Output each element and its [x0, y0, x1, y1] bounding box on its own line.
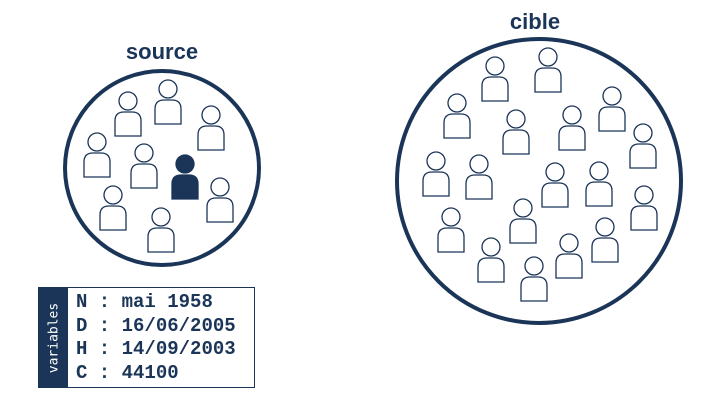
person-icon	[206, 177, 234, 223]
cible-title: cible	[509, 9, 561, 34]
cible-population	[422, 47, 658, 302]
person-icon	[481, 56, 509, 102]
variables-tab: variables	[39, 288, 68, 387]
person-icon	[630, 185, 658, 231]
source-population	[83, 79, 234, 253]
source-circle	[63, 69, 261, 267]
cible-circle	[395, 37, 683, 325]
person-icon	[598, 86, 626, 132]
variable-line: N : mai 1958	[76, 291, 213, 313]
variables-tab-label: variables	[46, 302, 61, 373]
person-icon	[555, 233, 583, 279]
person-icon	[83, 132, 111, 178]
person-icon	[502, 109, 530, 155]
person-icon	[437, 207, 465, 253]
variable-line: H : 14/09/2003	[76, 338, 236, 360]
person-icon	[509, 198, 537, 244]
person-icon	[197, 105, 225, 151]
person-icon	[541, 162, 569, 208]
variables-list: N : mai 1958 D : 16/06/2005 H : 14/09/20…	[76, 291, 236, 385]
person-icon	[443, 93, 471, 139]
person-icon	[629, 123, 657, 169]
variables-panel: variables N : mai 1958 D : 16/06/2005 H …	[38, 287, 255, 388]
person-icon	[591, 217, 619, 263]
person-icon	[558, 105, 586, 151]
person-icon	[147, 207, 175, 253]
person-icon	[422, 151, 450, 197]
person-icon	[99, 185, 127, 231]
person-icon	[154, 79, 182, 125]
person-icon	[534, 47, 562, 93]
person-icon	[520, 256, 548, 302]
person-icon	[585, 161, 613, 207]
person-icon-highlighted	[171, 154, 199, 200]
variable-line: D : 16/06/2005	[76, 314, 236, 337]
person-icon	[477, 237, 505, 283]
person-icon	[114, 91, 142, 137]
variable-line: C : 44100	[76, 361, 179, 384]
source-title: source	[125, 39, 199, 64]
person-icon	[130, 143, 158, 189]
person-icon	[465, 154, 493, 200]
